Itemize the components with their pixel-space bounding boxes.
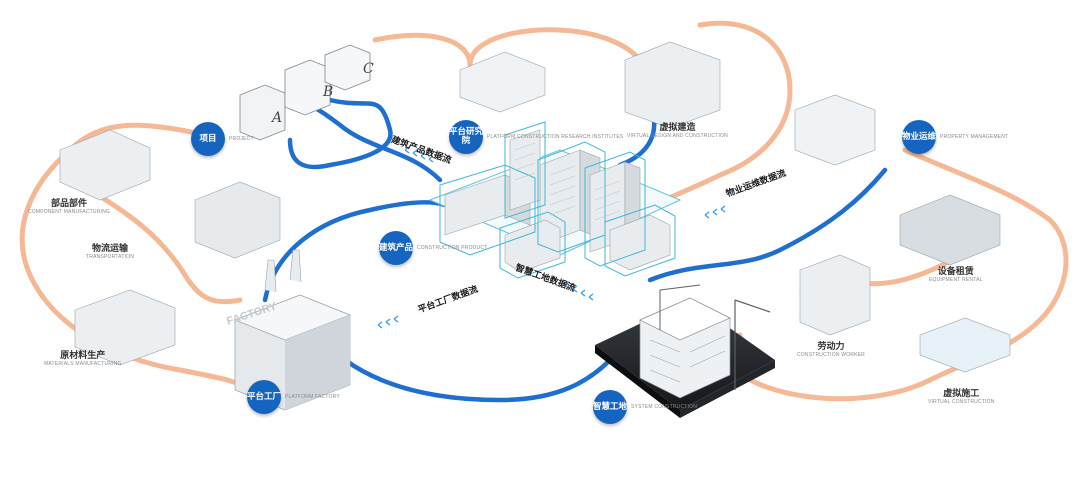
- path-factory-site: [342, 357, 613, 403]
- node-materials-en: MATERIALS MANUFACTURING: [44, 361, 122, 368]
- node-project: 项目 PROJECT: [191, 122, 254, 156]
- chevrons-factory: [377, 315, 399, 329]
- node-equipment-en: EQUIPMENT RENTAL: [929, 277, 983, 284]
- node-institute: 平台研究院 PLATFORM CONSTRUCTION RESEARCH INS…: [449, 120, 623, 154]
- path-project-loop: [287, 97, 393, 170]
- path-site-property: [647, 167, 888, 283]
- smart-site-platform: [595, 284, 775, 418]
- equipment-machinery: [899, 194, 1001, 266]
- node-materials-label: 原材料生产: [60, 351, 106, 361]
- node-component-label: 部品部件: [51, 199, 88, 209]
- node-equipment: 设备租赁 EQUIPMENT RENTAL: [929, 267, 983, 284]
- logistics-depot: [194, 181, 281, 259]
- node-property: 物业运维 PROPERTY MANAGEMENT: [902, 120, 1008, 154]
- chevrons-site: [564, 281, 594, 301]
- chevrons-product: [404, 146, 434, 163]
- node-labor: 劳动力 CONSTRUCTION WORKER: [797, 342, 865, 359]
- node-component-en: COMPONENT MANUFACTURING: [28, 209, 111, 216]
- chevrons-om: [704, 205, 726, 219]
- node-labor-label: 劳动力: [817, 342, 845, 352]
- node-component: 部品部件 COMPONENT MANUFACTURING: [28, 199, 111, 216]
- property-office: [794, 94, 876, 166]
- node-logistics-label: 物流运输: [92, 244, 129, 254]
- node-smart-site-label: 智慧工地: [593, 390, 627, 424]
- flow-chevrons: [377, 146, 726, 329]
- path-top-right: [622, 20, 793, 223]
- node-property-en: PROPERTY MANAGEMENT: [940, 134, 1009, 140]
- letter-a: A: [270, 110, 282, 126]
- institute-lab: [459, 51, 546, 113]
- node-equipment-label: 设备租赁: [937, 267, 974, 277]
- node-project-label: 项目: [191, 122, 225, 156]
- letter-c: C: [363, 61, 374, 77]
- node-logistics: 物流运输 TRANSPORTATION: [86, 244, 135, 261]
- node-illustrations: [59, 41, 1011, 373]
- node-virtual-design: 虚拟建造 VIRTUAL DESIGN AND CONSTRUCTION: [627, 123, 728, 140]
- node-logistics-en: TRANSPORTATION: [86, 254, 135, 261]
- node-product-en: CONSTRUCTION PRODUCT: [417, 245, 488, 251]
- node-vc-en: VIRTUAL CONSTRUCTION: [928, 399, 995, 406]
- node-factory-en: PLATFORM FACTORY: [285, 394, 340, 400]
- node-vc-label: 虚拟施工: [943, 389, 980, 399]
- vc-hologram: [919, 317, 1011, 373]
- node-project-en: PROJECT: [229, 136, 254, 142]
- building-letters: A B C: [270, 61, 374, 126]
- central-buildings: [428, 121, 682, 279]
- path-factory-product: [262, 200, 448, 303]
- node-factory-label: 平台工厂: [247, 380, 281, 414]
- design-studio: [624, 41, 721, 129]
- labor-booth: [799, 254, 871, 336]
- path-component-logistics: [87, 187, 243, 305]
- node-product: 建筑产品 CONSTRUCTION PRODUCT: [379, 231, 487, 265]
- node-virtual-construction: 虚拟施工 VIRTUAL CONSTRUCTION: [928, 389, 995, 406]
- node-product-label: 建筑产品: [379, 231, 413, 265]
- project-buildings: [239, 44, 371, 141]
- node-virtual-design-en: VIRTUAL DESIGN AND CONSTRUCTION: [627, 133, 728, 140]
- letter-b: B: [322, 84, 333, 100]
- node-institute-label: 平台研究院: [449, 120, 483, 154]
- materials-line: [74, 289, 176, 366]
- node-labor-en: CONSTRUCTION WORKER: [797, 352, 865, 359]
- node-smart-site-en: SYSTEM CONSTRUCTION: [631, 404, 698, 410]
- node-smart-site: 智慧工地 SYSTEM CONSTRUCTION: [593, 390, 697, 424]
- node-property-label: 物业运维: [902, 120, 936, 154]
- node-institute-en: PLATFORM CONSTRUCTION RESEARCH INSTITUTE…: [487, 134, 624, 140]
- path-left-loop: [19, 122, 253, 393]
- node-virtual-design-label: 虚拟建造: [659, 123, 696, 133]
- component-machines: [59, 129, 151, 201]
- node-factory: 平台工厂 PLATFORM FACTORY: [247, 380, 340, 414]
- node-materials: 原材料生产 MATERIALS MANUFACTURING: [44, 351, 122, 368]
